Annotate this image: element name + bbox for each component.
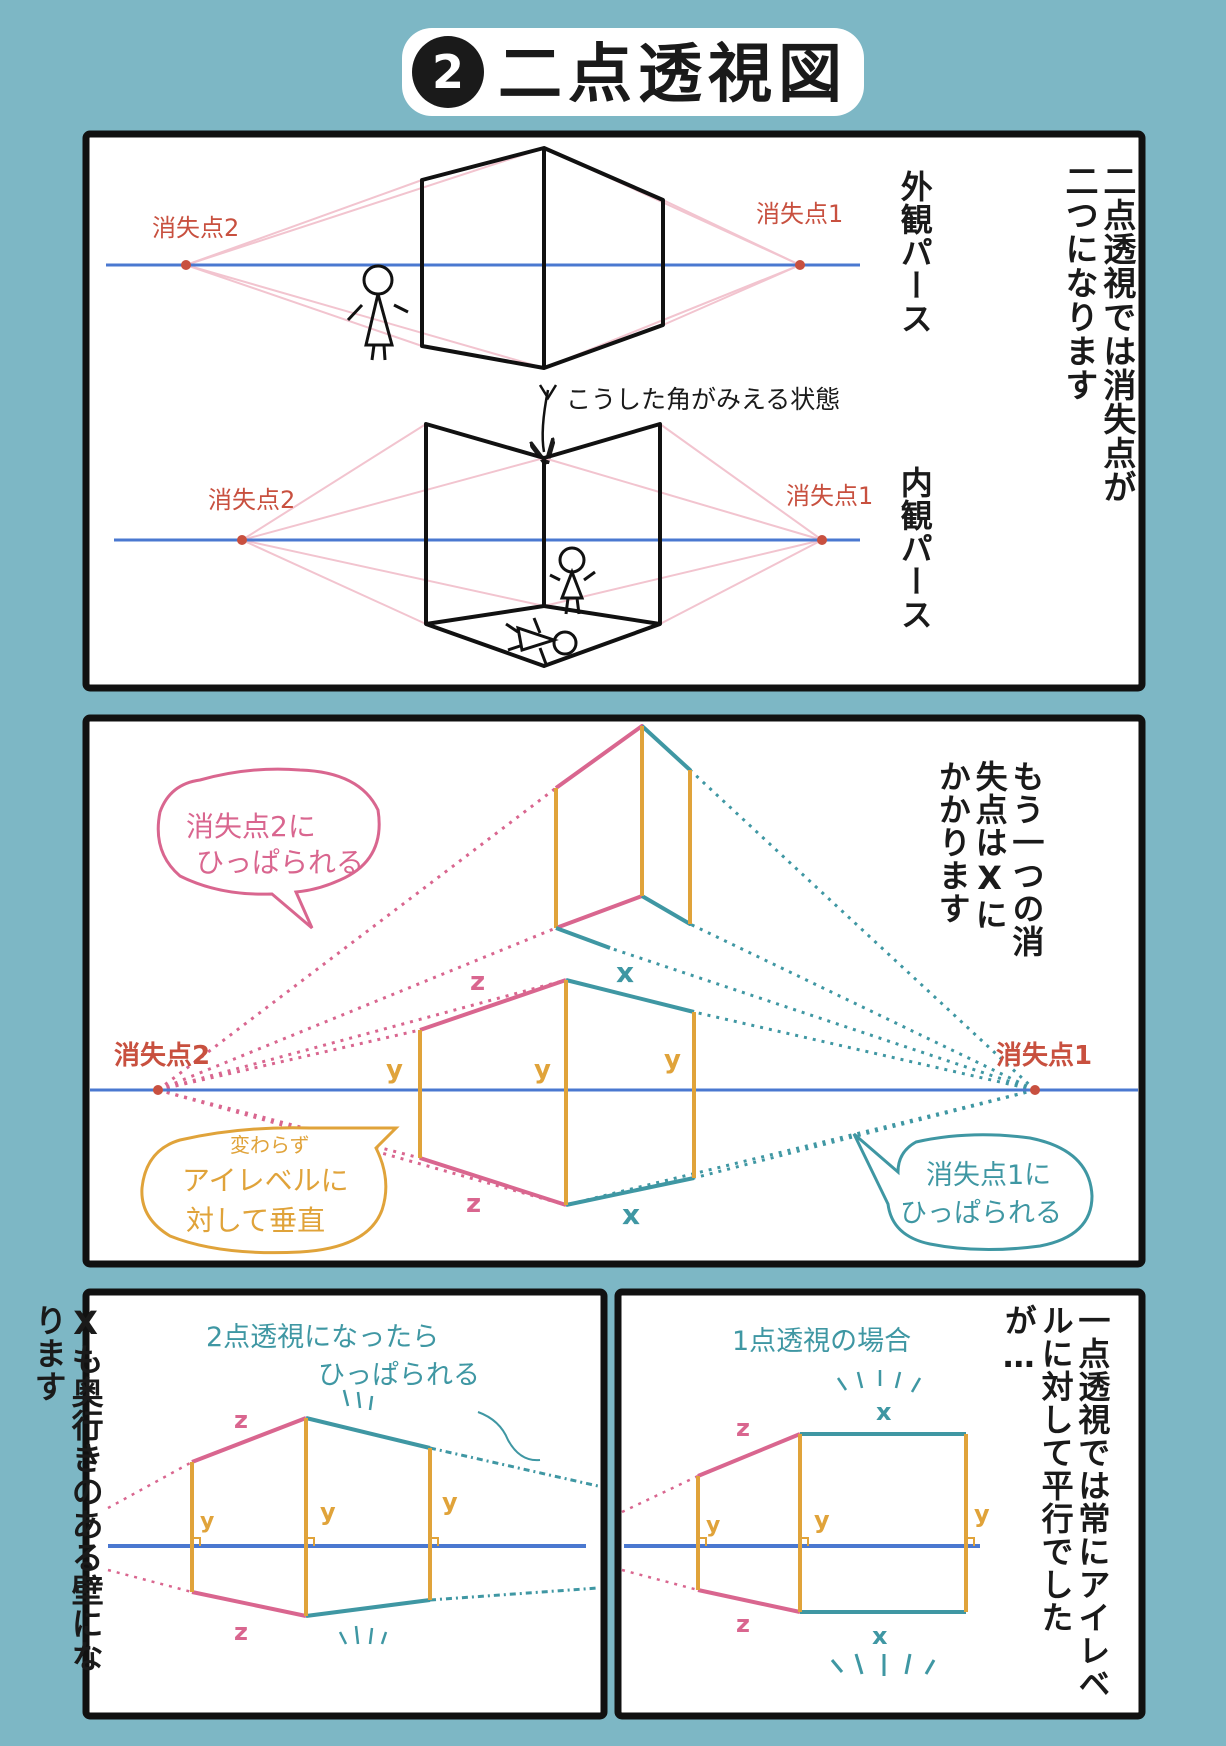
panel-4-z-label-top: z [736,1414,750,1442]
panel-3-y-label-1: y [200,1509,214,1534]
vp1-guide-lines [565,768,1037,1207]
panel-4-y-label-1: y [706,1513,720,1538]
panel-4-x-label-top: x [876,1398,892,1426]
panel-1-interior: 消失点2 消失点1 [114,422,873,668]
panel-1-note: 二点透視では消失点が二つになります [1059,164,1137,504]
panel-3-diagram: 2点透視になったら ひっぱられる z z y y y [107,1322,599,1646]
panel-4-side-note: 一点透視では常にアイレベルに対して平行でしたが… [999,1304,1112,1700]
bubble-teal-line-2: ひっぱられる [900,1198,1062,1229]
interior-vp2-label: 消失点2 [208,486,295,514]
exterior-person [346,264,409,361]
panel-4-right-angle-marks [698,1537,975,1546]
lower-box [418,978,696,1207]
panel-4-frame [614,1288,1146,1720]
exterior-vp2-label: 消失点2 [152,214,239,242]
bubble-pink-line-2: ひっぱられる [196,846,364,879]
bubble-orange-line-2: アイレベルに [182,1164,349,1197]
bubble-teal-line-1: 消失点1に [926,1160,1051,1191]
panel-4-emphasis-marks-top [836,1370,922,1393]
title-number: 2 [432,45,464,99]
panel-4-y-label-2: y [814,1506,830,1534]
upper-box [554,724,692,950]
panel-2-z-label-bottom: z [466,1189,481,1219]
interior-room [424,422,662,668]
panel-3-vp2-guides [107,1460,193,1594]
exterior-vp2-dot [181,260,191,270]
panel-3-y-label-3: y [442,1488,458,1516]
interior-vp2-dot [237,535,247,545]
panel-3-frame [82,1288,608,1720]
panel-3-vp1-guides [429,1446,599,1602]
corner-note: こうした角がみえる状態 [566,385,840,414]
interior-vp1-dot [817,535,827,545]
interior-perspective-lines [241,423,823,625]
panel-2-vp1-dot [1030,1085,1040,1095]
panel-3-z-label-bottom: z [234,1618,248,1646]
title-plate [402,28,864,116]
panel-2-y-label-2: y [534,1055,551,1085]
panel-4-z-label-bottom: z [736,1610,750,1638]
panel-3-emphasis-marks-top [342,1389,374,1411]
bubble-pink: 消失点2に ひっぱられる [156,767,381,930]
bubble-orange-line-1: 変わらず [230,1133,310,1157]
exterior-vp1-dot [795,260,805,270]
panel-2-vp1-label: 消失点1 [996,1040,1092,1071]
panel-3-emphasis-marks-bottom [338,1625,388,1645]
title-number-badge [412,36,484,108]
panel-3-right-angle-marks [192,1537,439,1546]
bubble-orange: 変わらず アイレベルに 対して垂直 [140,1126,400,1255]
exterior-perspective-lines [185,147,801,369]
panel-3-side-note: Xも奥行きのある壁になります [29,1304,105,1673]
title: 2 二点透視図 [402,28,864,116]
panel-2-vp2-dot [153,1085,163,1095]
panel-2-x-label-bottom: x [622,1198,640,1231]
page-title: 二点透視図 [498,38,848,112]
panel-4-caption: 1点透視の場合 [732,1326,911,1357]
panel-3-caption-pointer [477,1411,541,1462]
panel-4-y-label-3: y [974,1500,990,1528]
exterior-box [420,146,665,370]
panel-4-emphasis-marks-bottom [830,1653,936,1676]
interior-person-lying [505,617,578,665]
corner-caret [538,384,558,401]
panel-4-vp-guides [621,1474,699,1592]
panel-4-x-label-bottom: x [872,1622,888,1650]
panel-1-exterior: 消失点2 消失点1 [106,146,860,370]
panel-3-caption-line-2: ひっぱられる [318,1360,480,1391]
bubble-teal: 消失点1に ひっぱられる [852,1132,1094,1252]
interior-label: 内観パース [895,466,934,631]
exterior-label: 外観パース [895,170,934,335]
panel-2-note: もう一つの消失点はXにかかります [933,760,1046,958]
interior-vp1-label: 消失点1 [786,482,873,510]
panel-2-z-label-top: z [470,967,485,997]
panel-2-y-label-1: y [386,1055,403,1085]
panel-3-wall [190,1416,432,1618]
panel-3-z-label-top: z [234,1406,248,1434]
interior-person-standing [549,546,596,615]
exterior-vp1-label: 消失点1 [756,200,843,228]
panel-4-diagram: 1点透視の場合 x z z y y y x [621,1326,990,1676]
panel-1-frame [82,130,1146,692]
panel-3-caption-line-1: 2点透視になったら [206,1322,439,1353]
panel-4-wall [696,1432,968,1614]
panel-2-x-label-top: x [616,956,634,989]
bubble-pink-line-1: 消失点2に [186,810,316,843]
panel-2-vp2-label: 消失点2 [114,1040,210,1071]
bubble-orange-line-3: 対して垂直 [186,1204,325,1237]
panel-3-y-label-2: y [320,1498,336,1526]
panel-2-diagram: 消失点2 消失点1 z x y y y z x [90,724,1138,1255]
panel-2-y-label-3: y [664,1045,681,1075]
